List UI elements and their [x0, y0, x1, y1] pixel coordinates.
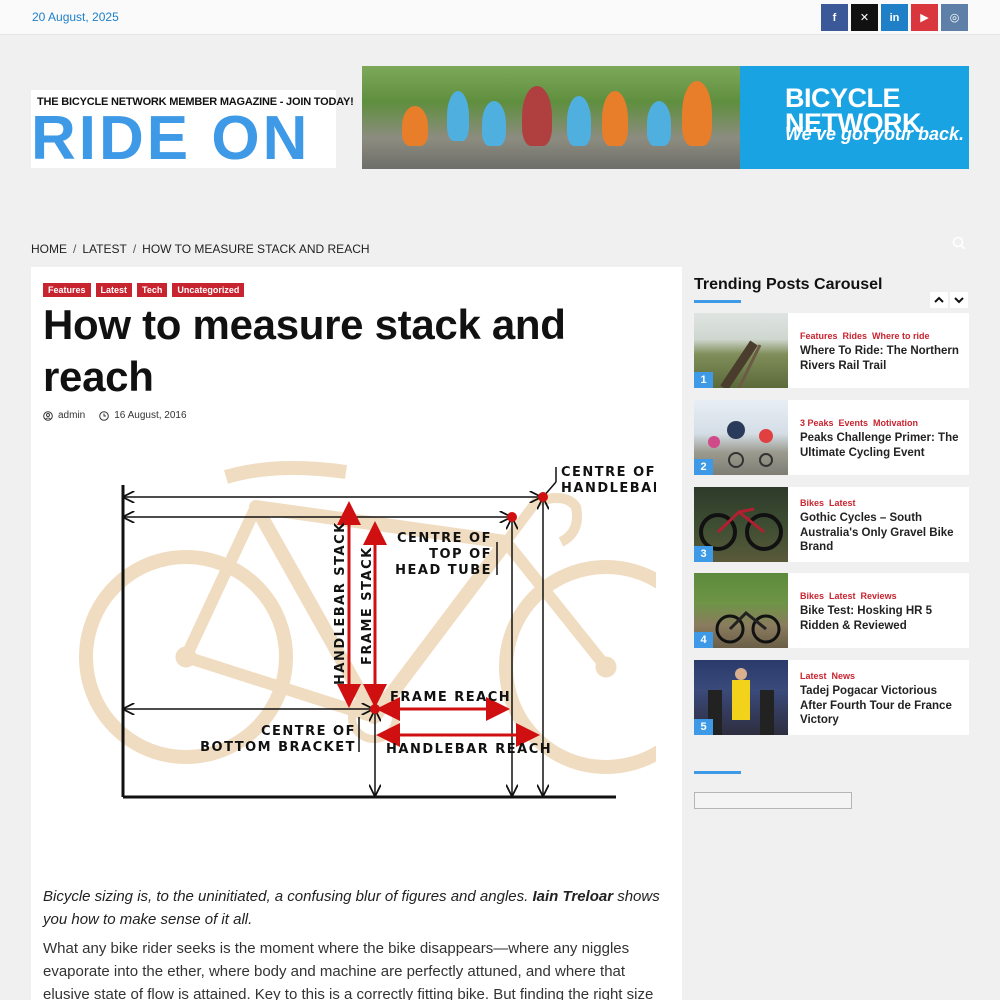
post-thumbnail[interactable]: 4 — [694, 573, 788, 648]
label-bb-2: BOTTOM BRACKET — [200, 740, 356, 755]
site-logo[interactable]: THE BICYCLE NETWORK MEMBER MAGAZINE - JO… — [31, 90, 354, 173]
instagram-icon[interactable]: ◎ — [941, 4, 968, 31]
breadcrumb-separator: / — [73, 242, 77, 256]
clock-icon — [99, 410, 110, 421]
post-thumbnail[interactable]: 2 — [694, 400, 788, 475]
breadcrumb-separator: / — [132, 242, 137, 256]
article-lede: Bicycle sizing is, to the uninitiated, a… — [43, 888, 660, 928]
post-thumbnail[interactable]: 5 — [694, 660, 788, 735]
x-icon[interactable]: ✕ — [851, 4, 878, 31]
trending-post[interactable]: 2 3 Peaks Events Motivation Peaks Challe… — [694, 400, 969, 475]
social-links: f ✕ in ▶ ◎ — [821, 4, 968, 31]
label-frame-stack: FRAME STACK — [360, 546, 375, 665]
top-bar: 20 August, 2025 f ✕ in ▶ ◎ — [0, 0, 1000, 35]
article-meta: admin 16 August, 2016 — [43, 410, 187, 421]
post-categories: 3 Peaks Events Motivation — [800, 418, 919, 428]
youtube-icon[interactable]: ▶ — [911, 4, 938, 31]
article-categories: Features Latest Tech Uncategorized — [43, 283, 245, 297]
article-body: What any bike rider seeks is the moment … — [43, 940, 654, 1000]
post-categories: Bikes Latest — [800, 498, 856, 508]
chevron-up-icon[interactable] — [930, 292, 948, 308]
post-title[interactable]: Tadej Pogacar Victorious After Fourth To… — [800, 685, 952, 726]
search-icon[interactable] — [952, 236, 966, 250]
header-banner[interactable]: BICYCLE NETWORK We've got your back. — [362, 66, 969, 169]
label-centre-handlebars-1: CENTRE OF — [561, 465, 656, 480]
label-head-tube-2: TOP OF — [429, 547, 492, 562]
article-title: How to measure stack and reach — [43, 301, 566, 400]
measurement-arrows — [337, 501, 540, 747]
label-handlebar-reach: HANDLEBAR REACH — [386, 742, 552, 757]
post-categories: Features Rides Where to ride — [800, 331, 930, 341]
trending-post[interactable]: 4 Bikes Latest Reviews Bike Test: Hoskin… — [694, 573, 969, 648]
category-tag[interactable]: Features — [43, 283, 91, 297]
trending-post[interactable]: 5 Latest News Tadej Pogacar Victorious A… — [694, 660, 969, 735]
logo-name: RIDE ON — [31, 104, 311, 173]
article: Features Latest Tech Uncategorized How t… — [31, 267, 682, 1000]
measurement-points — [370, 492, 548, 714]
trending-post[interactable]: 1 Features Rides Where to ride Where To … — [694, 313, 969, 388]
category-tag[interactable]: Latest — [95, 283, 133, 297]
post-rank: 1 — [694, 372, 713, 388]
post-rank: 3 — [694, 546, 713, 562]
post-title[interactable]: Gothic Cycles – South Australia's Only G… — [800, 512, 954, 553]
post-categories: Bikes Latest Reviews — [800, 591, 897, 601]
post-title[interactable]: Bike Test: Hosking HR 5 Ridden & Reviewe… — [800, 605, 933, 632]
label-frame-reach: FRAME REACH — [390, 690, 511, 705]
breadcrumb-home[interactable]: HOME — [31, 242, 67, 256]
dimension-lines — [121, 467, 616, 799]
post-rank: 5 — [694, 719, 713, 735]
linkedin-icon[interactable]: in — [881, 4, 908, 31]
post-rank: 4 — [694, 632, 713, 648]
chevron-down-icon[interactable] — [950, 292, 968, 308]
section-divider — [694, 771, 741, 774]
category-tag[interactable]: Tech — [137, 283, 168, 297]
post-title[interactable]: Peaks Challenge Primer: The Ultimate Cyc… — [800, 432, 959, 459]
post-title[interactable]: Where To Ride: The Northern Rivers Rail … — [800, 345, 959, 372]
logo-tagline: THE BICYCLE NETWORK MEMBER MAGAZINE - JO… — [37, 96, 354, 108]
lede-author: Iain Treloar — [532, 888, 614, 905]
current-date: 20 August, 2025 — [32, 10, 119, 24]
banner-brand: BICYCLE NETWORK We've got your back. — [740, 66, 969, 169]
article-date: 16 August, 2016 — [114, 410, 187, 421]
label-bb-1: CENTRE OF — [261, 724, 356, 739]
breadcrumb-latest[interactable]: LATEST — [82, 242, 127, 256]
post-thumbnail[interactable]: 1 — [694, 313, 788, 388]
banner-brand-name: BICYCLE NETWORK — [785, 83, 921, 138]
carousel-controls — [930, 292, 968, 308]
breadcrumb-current: HOW TO MEASURE STACK AND REACH — [142, 242, 370, 256]
sidebar-title: Trending Posts Carousel — [694, 276, 883, 293]
facebook-icon[interactable]: f — [821, 4, 848, 31]
post-thumbnail[interactable]: 3 — [694, 487, 788, 562]
label-head-tube-1: CENTRE OF — [397, 531, 492, 546]
label-head-tube-3: HEAD TUBE — [395, 563, 492, 578]
broken-image-placeholder[interactable] — [694, 792, 852, 809]
article-author[interactable]: admin — [58, 410, 86, 421]
post-categories: Latest News — [800, 671, 856, 681]
title-underline — [694, 300, 741, 303]
post-rank: 2 — [694, 459, 713, 475]
banner-photo — [362, 66, 740, 169]
banner-slogan: We've got your back. — [785, 124, 964, 144]
breadcrumb: HOME / LATEST / HOW TO MEASURE STACK AND… — [31, 242, 370, 256]
trending-post[interactable]: 3 Bikes Latest Gothic Cycles – South Aus… — [694, 487, 969, 562]
label-handlebar-stack: HANDLEBAR STACK — [333, 521, 348, 685]
category-tag[interactable]: Uncategorized — [172, 283, 245, 297]
user-icon — [43, 410, 53, 421]
